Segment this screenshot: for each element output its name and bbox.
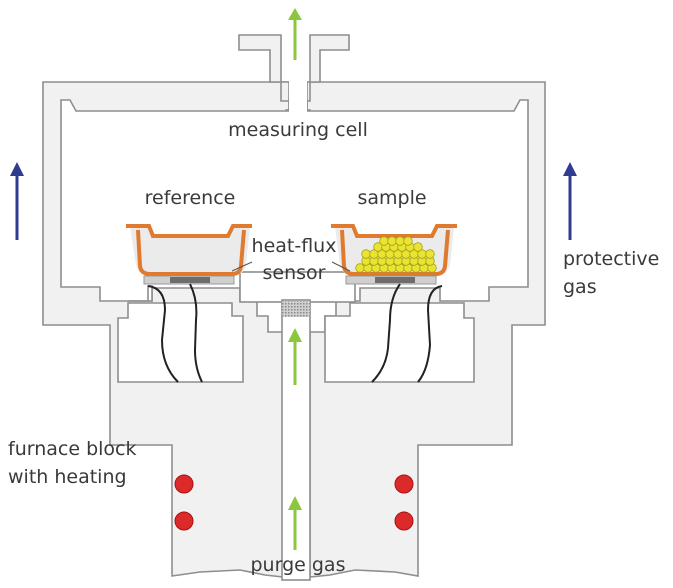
wire-chamber-right: [324, 302, 475, 383]
sample-grains: [355, 236, 437, 273]
sample-grain: [355, 263, 365, 273]
sample-crucible: [331, 224, 457, 276]
label-with-heating: with heating: [8, 466, 127, 488]
heater-coil: [394, 474, 414, 494]
heater-coil: [394, 511, 414, 531]
sensor-plate-reference: [170, 277, 210, 283]
purge-channel-filter: [282, 301, 310, 317]
label-purge-gas: purge gas: [251, 554, 346, 576]
label-reference: reference: [145, 187, 236, 209]
thermocouple-wire-sample-2: [417, 285, 443, 383]
label-sensor: sensor: [263, 262, 326, 284]
arrow-protective-left-icon: [10, 162, 24, 240]
heater-coil: [174, 474, 194, 494]
sample-grain: [379, 236, 389, 246]
exhaust-gap: [289, 30, 307, 112]
leader-line-left: [231, 261, 253, 272]
reference-crucible: [126, 224, 252, 276]
label-sample: sample: [357, 187, 426, 209]
heater-coil: [174, 511, 194, 531]
sample-grain: [403, 236, 413, 246]
label-heat-flux: heat-flux: [252, 235, 337, 257]
arrow-exhaust-icon: [288, 8, 302, 60]
sample-grain: [425, 249, 435, 259]
thermocouple-wire-sample-1: [371, 283, 401, 383]
arrow-purge-inlet-icon: [288, 496, 302, 550]
label-gas: gas: [563, 276, 597, 298]
wire-chamber-left: [117, 285, 244, 383]
label-protective: protective: [563, 248, 659, 270]
sample-grain: [387, 236, 397, 246]
sensor-cavity: [239, 271, 356, 303]
label-furnace-block: furnace block: [8, 438, 136, 460]
sample-grain: [395, 236, 405, 246]
thermocouple-wire-ref-2: [189, 283, 203, 383]
leader-line-right: [331, 261, 351, 272]
arrow-purge-inner-icon: [288, 328, 302, 385]
sample-grain: [413, 242, 423, 252]
sensor-plate-sample: [375, 277, 415, 283]
sample-grain: [361, 249, 371, 259]
thermocouple-wire-ref-1: [147, 285, 179, 383]
arrow-protective-right-icon: [563, 162, 577, 240]
label-measuring-cell: measuring cell: [228, 119, 368, 141]
